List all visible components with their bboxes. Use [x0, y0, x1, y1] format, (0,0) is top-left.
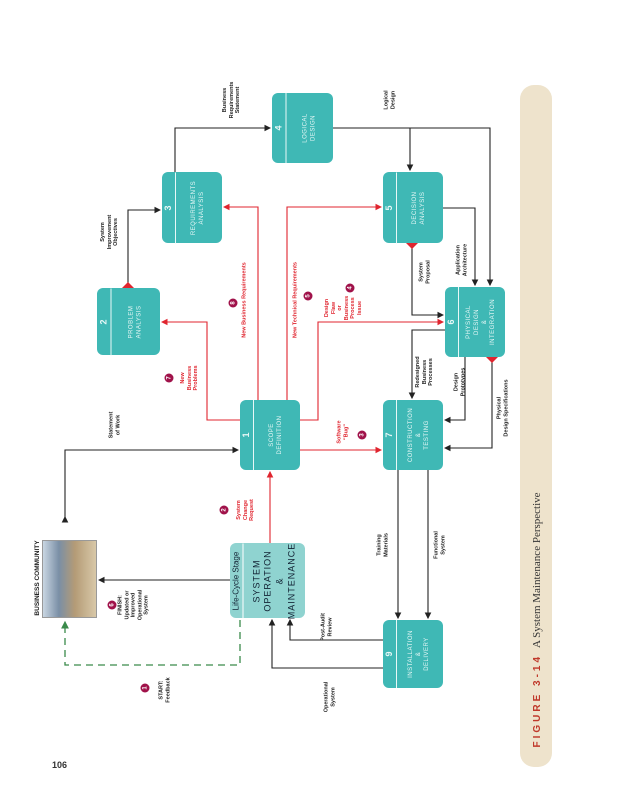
business-community-label: BUSINESS COMMUNITY	[34, 540, 42, 616]
arrow-logical-design-5	[333, 127, 414, 172]
stage-requirements-analysis[interactable]: 3 REQUIREMENTS ANALYSIS	[162, 172, 222, 243]
stage-title: INSTALLATION & DELIVERY	[408, 630, 430, 678]
event-badge-3: 3	[357, 430, 367, 440]
label-physical-design-specifications: Physical Design Specifications	[496, 379, 509, 437]
arrow-statement-of-work	[61, 446, 240, 523]
arrow-new-technical-req	[286, 203, 383, 400]
stage-title: SCOPE DEFINITION	[269, 415, 283, 455]
label-post-audit-review: Post-Audit Review	[320, 613, 333, 641]
stage-title: PHYSICAL DESIGN & INTEGRATION	[466, 298, 496, 346]
business-community-photo	[42, 540, 97, 618]
arrow-design-flaw	[300, 318, 445, 421]
stage-number: 1	[240, 400, 254, 470]
label-system-proposal: System Proposal	[418, 260, 431, 284]
stage-problem-analysis[interactable]: 2 PROBLEM ANALYSIS	[97, 288, 160, 355]
event-label-design-flaw: Design Flaw or Business Process Issue	[324, 295, 364, 321]
event-label-new-business-requirements: New Business Requirements	[241, 262, 248, 338]
label-system-improvement-objectives: System Improvement Objectives	[100, 214, 120, 250]
arrow-redesigned-processes	[408, 329, 445, 400]
label-business-requirements-statement: Business Requirements Statement	[222, 81, 242, 119]
event-badge-4: 4	[345, 283, 355, 293]
label-application-architecture: Application Architecture	[455, 243, 468, 277]
label-functional-system: Functional System	[433, 531, 446, 559]
event-badge-2: 2	[219, 505, 229, 515]
stage-title: PROBLEM ANALYSIS	[127, 305, 142, 338]
stage-number: 6	[445, 287, 459, 357]
page-number: 106	[52, 760, 68, 770]
label-logical-design: Logical Design	[383, 90, 396, 110]
event-label-start: START: Feedback	[158, 677, 171, 703]
label-training-materials: Training Materials	[376, 533, 389, 557]
event-badge-8: 8	[228, 298, 238, 308]
stage-logical-design[interactable]: 4 LOGICAL DESIGN	[272, 93, 333, 163]
stage-system-operation-maintenance[interactable]: Life-Cycle Stage SYSTEM OPERATION & MAINT…	[230, 542, 305, 619]
arrow-physical-specs	[443, 357, 493, 452]
event-badge-6: 6	[107, 600, 117, 610]
label-design-prototypes: Design Prototypes	[453, 367, 466, 397]
label-redesigned-business-processes: Redesigned Business Processes	[415, 356, 435, 388]
stage-installation-delivery[interactable]: 9 INSTALLATION & DELIVERY	[383, 620, 443, 688]
stage-number: 2	[97, 288, 111, 355]
arrow-new-business-req	[222, 203, 259, 400]
stage-number: 4	[272, 93, 286, 163]
label-statement-of-work: Statement of Work	[108, 411, 121, 439]
event-label-new-technical-requirements: New Technical Requirements	[292, 261, 299, 339]
event-badge-5: 5	[303, 291, 313, 301]
arrow-operational-system	[268, 618, 383, 669]
stage-number: 9	[383, 620, 397, 688]
event-badge-7: 7	[164, 373, 174, 383]
arrow-new-problems	[160, 318, 240, 421]
stage-title: SYSTEM OPERATION & MAINTENANCE	[250, 542, 296, 619]
stage-decision-analysis[interactable]: 5 DECISION ANALYSIS	[383, 172, 443, 243]
event-label-software-bug: Software "Bug"	[336, 420, 349, 444]
stage-number: 3	[162, 172, 176, 243]
arrow-feedback	[61, 620, 241, 666]
figure-caption-bar	[520, 85, 552, 767]
stage-scope-definition[interactable]: 1 SCOPE DEFINITION	[240, 400, 300, 470]
stage-title: REQUIREMENTS ANALYSIS	[191, 180, 205, 235]
stage-title: LOGICAL DESIGN	[301, 113, 316, 143]
event-label-change-request: System Change Request	[236, 499, 256, 521]
arrow-application-architecture	[443, 207, 479, 287]
arrow-post-audit	[286, 618, 383, 641]
event-label-finish: FINISH: Updated or Improved Operational …	[117, 589, 150, 621]
label-operational-system: Operational System	[323, 681, 336, 713]
arrow-system-proposal	[411, 243, 445, 319]
stage-construction-testing[interactable]: 7 CONSTRUCTION & TESTING	[383, 400, 443, 470]
arrow-improvement-objectives	[127, 206, 162, 288]
stage-number: 7	[383, 400, 397, 470]
stage-title: DECISION ANALYSIS	[412, 191, 426, 225]
stage-header: Life-Cycle Stage	[230, 543, 243, 618]
arrow-design-prototypes	[443, 357, 466, 424]
event-badge-1: 1	[140, 683, 150, 693]
stage-title: CONSTRUCTION & TESTING	[408, 407, 430, 463]
arrow-logical-design-6	[410, 127, 494, 287]
stage-number: 5	[383, 172, 397, 243]
arrow-business-req-statement	[174, 124, 272, 172]
event-label-new-business-problems: New Business Problems	[180, 365, 200, 391]
